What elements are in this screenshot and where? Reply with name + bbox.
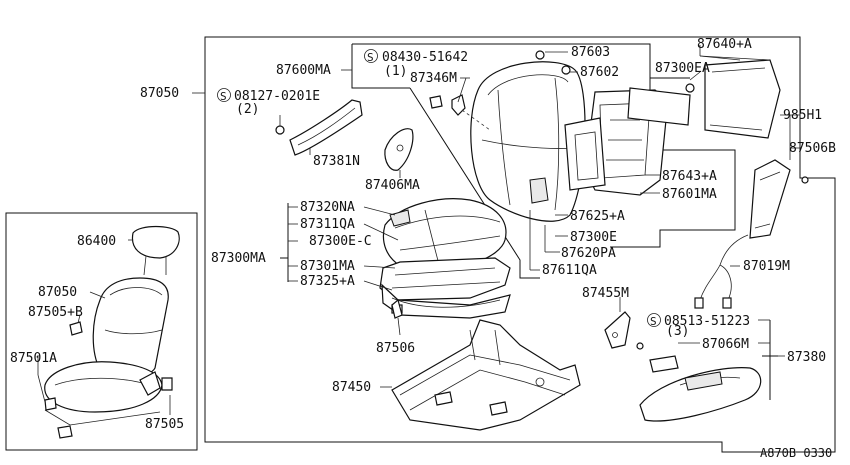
label-87346M: 87346M	[410, 71, 457, 86]
label-87300E: 87300E	[570, 230, 617, 245]
leader-lines	[37, 45, 800, 415]
label-08127-0201E: 08127-0201E	[234, 89, 320, 104]
label-87380: 87380	[787, 350, 826, 365]
screw-callout-08127: S 08127-0201E (2)	[217, 88, 320, 117]
label-985H1: 985H1	[783, 108, 822, 123]
screw-callout-08513: S 08513-51223 (3)	[647, 313, 750, 339]
label-86400: 86400	[77, 234, 116, 249]
bracket-87406MA	[384, 128, 414, 171]
label-87640A: 87640+A	[697, 37, 752, 52]
label-08430-qty: (1)	[384, 64, 407, 79]
side-pad-985H1	[749, 159, 809, 239]
seat-cushion	[382, 198, 507, 273]
screw-symbol: S	[650, 315, 657, 328]
back-clips	[429, 50, 695, 131]
label-87455M: 87455M	[582, 286, 629, 301]
back-board	[627, 59, 781, 139]
label-87620PA: 87620PA	[561, 246, 616, 261]
label-87643A: 87643+A	[662, 169, 717, 184]
diagram-code: A870B 0330	[760, 446, 832, 460]
label-87050-main: 87050	[140, 86, 179, 101]
part-labels: 87050 87600MA S 08430-51642 (1) 87346M 8…	[10, 37, 836, 460]
label-87611QA: 87611QA	[542, 263, 597, 278]
label-87300EA: 87300EA	[655, 61, 710, 76]
label-87019M: 87019M	[743, 259, 790, 274]
label-87505: 87505	[145, 417, 184, 432]
label-08127-qty: (2)	[236, 102, 259, 117]
label-08513-51223: 08513-51223	[664, 314, 750, 329]
label-87300MA: 87300MA	[211, 251, 266, 266]
inset-seat	[44, 225, 180, 439]
label-87506: 87506	[376, 341, 415, 356]
screw-symbol: S	[367, 51, 374, 64]
label-87450: 87450	[332, 380, 371, 395]
bracket-87381N	[275, 99, 363, 156]
clip-87506	[391, 298, 403, 319]
label-87625A: 87625+A	[570, 209, 625, 224]
label-87320NA: 87320NA	[300, 200, 355, 215]
label-87325A: 87325+A	[300, 274, 355, 289]
label-87603: 87603	[571, 45, 610, 60]
label-87501A: 87501A	[10, 351, 57, 366]
label-87601MA: 87601MA	[662, 187, 717, 202]
label-87300E-C: 87300E-C	[309, 234, 372, 249]
label-08430-51642: 08430-51642	[382, 50, 468, 65]
harness-87019M	[694, 234, 749, 309]
label-87602: 87602	[580, 65, 619, 80]
bracket-87455M	[604, 311, 631, 349]
side-cover-87380	[639, 367, 762, 422]
label-87311QA: 87311QA	[300, 217, 355, 232]
seat-cushion-pad	[379, 257, 511, 301]
label-87406MA: 87406MA	[365, 178, 420, 193]
label-87505B: 87505+B	[28, 305, 83, 320]
label-87600MA: 87600MA	[276, 63, 331, 78]
label-87066M: 87066M	[702, 337, 749, 352]
label-08513-qty: (3)	[666, 324, 689, 339]
seat-back-cushion	[470, 61, 586, 222]
screw-callout-08430: S 08430-51642 (1)	[364, 49, 468, 79]
label-87381N: 87381N	[313, 154, 360, 169]
seat-adjuster-87450	[391, 319, 581, 431]
screw-symbol: S	[220, 90, 227, 103]
label-87301MA: 87301MA	[300, 259, 355, 274]
label-87050-inset: 87050	[38, 285, 77, 300]
knob-87066M	[636, 342, 679, 373]
label-87506B: 87506B	[789, 141, 836, 156]
